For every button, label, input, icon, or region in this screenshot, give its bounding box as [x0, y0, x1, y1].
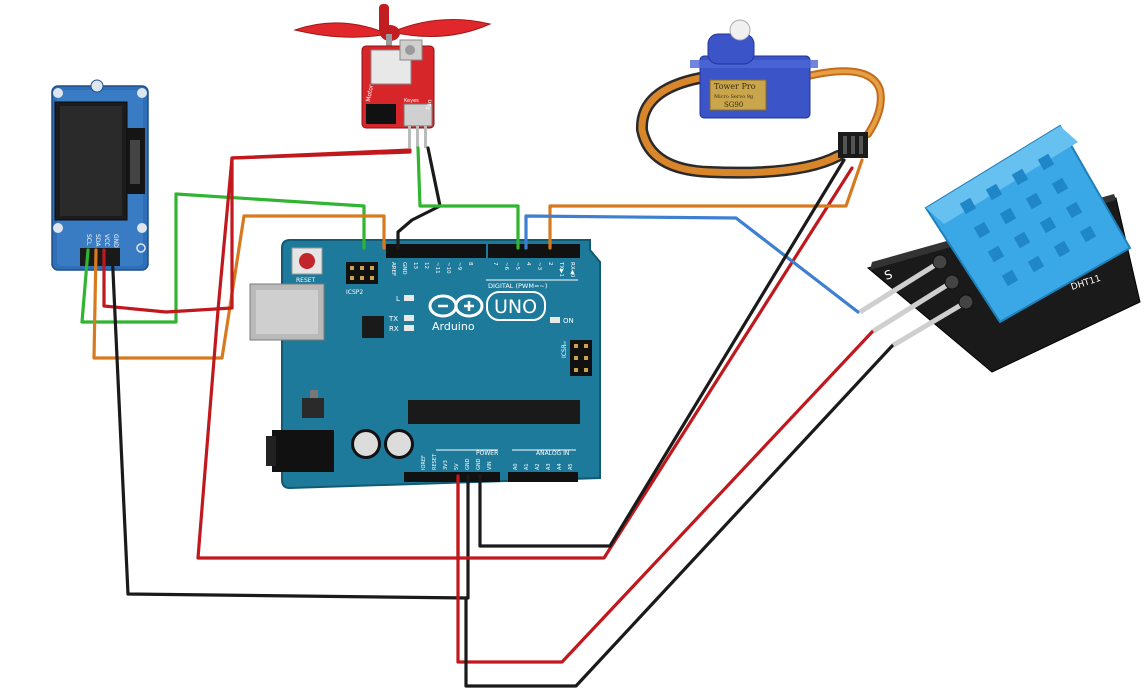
pin-label-4: 4	[525, 262, 531, 266]
wire-dht-vcc-red	[456, 330, 874, 664]
oled-pin-vcc: VCC	[103, 234, 110, 246]
pin-label-8: 8	[467, 262, 473, 266]
power-pin-gnd-2: GND	[476, 458, 482, 470]
pin-label-6: ~6	[503, 262, 509, 271]
oled-pin-sda: SDA	[94, 234, 101, 247]
wires	[80, 146, 894, 688]
analog-pin-labels: A0 A1 A2 A3 A4 A5	[513, 463, 574, 470]
analog-pin-a1: A1	[524, 463, 530, 470]
oled-pin-gnd: GND	[112, 234, 119, 248]
icsp-label: ICSP	[561, 344, 568, 358]
power-pin-3v3: 3V3	[443, 460, 449, 470]
pin-label-1: TX▶1	[558, 261, 564, 277]
power-pin-ioref: IOREF	[421, 455, 427, 470]
pin-label-7: 7	[492, 262, 498, 266]
led-l-label: L	[396, 295, 400, 303]
analog-pin-a2: A2	[535, 463, 541, 470]
analog-pin-a5: A5	[568, 463, 574, 470]
wire-fan-black	[396, 146, 442, 250]
analog-pin-a0: A0	[513, 463, 519, 470]
fan-motor-module: Motor Fan Keyes	[293, 4, 492, 148]
arduino-brand: Arduino	[432, 320, 475, 333]
pin-label-aref: AREF	[390, 262, 396, 276]
digital-pin-labels: AREF GND 13 12 ~11 ~10 ~9 8 7 ~6 ~5 4 ~3…	[390, 261, 575, 278]
wire-oled-gnd-black	[110, 248, 470, 600]
servo-model: SG90	[724, 101, 743, 109]
led-tx-label: TX	[388, 315, 398, 323]
pin-label-3: ~3	[536, 262, 542, 271]
pin-label-gnd: GND	[401, 262, 407, 275]
analog-pin-a4: A4	[557, 463, 563, 470]
fan-label-fan: Fan	[425, 99, 434, 111]
analog-pin-a3: A3	[546, 463, 552, 470]
wire-fan-red	[196, 148, 854, 560]
icsp2-label: ICSP2	[346, 289, 363, 296]
arduino-uno-board: RESET ICSP2 AREF GND 13 12 ~11 ~10 ~9 8 …	[249, 239, 601, 490]
wire-fan-signal-green	[416, 146, 520, 250]
wire-dht-signal-blue	[524, 214, 860, 314]
power-pin-gnd-1: GND	[465, 458, 471, 470]
dht11-pin-s: S	[883, 267, 895, 283]
wire-servo-gnd-black	[478, 158, 846, 548]
power-pin-5v: 5V	[454, 463, 460, 470]
oled-display-module: SCL SDA VCC GND	[51, 79, 149, 271]
power-pin-reset: RESET	[432, 453, 438, 470]
analog-label: ANALOG IN	[536, 450, 569, 457]
reset-label: RESET	[296, 277, 316, 284]
arduino-model: UNO	[494, 296, 537, 318]
pin-label-10: ~10	[445, 262, 451, 274]
led-rx-label: RX	[389, 325, 399, 333]
fan-label-motor: Motor	[365, 84, 375, 103]
arduino-logo	[428, 291, 546, 321]
wire-servo-signal-orange	[548, 158, 864, 250]
fan-label-keyes: Keyes	[404, 98, 419, 104]
icsp-pin1-label: 1	[563, 341, 567, 348]
pin-label-9: ~9	[456, 262, 462, 271]
power-label: POWER	[476, 450, 498, 457]
servo-motor: Tower Pro Micro Servo 9g SG90	[635, 19, 885, 179]
digital-label: DIGITAL (PWM=~)	[488, 282, 547, 290]
dht11-pins	[858, 254, 974, 349]
pin-label-13: 13	[412, 262, 418, 269]
servo-subtitle: Micro Servo 9g	[714, 94, 754, 100]
servo-brand: Tower Pro	[714, 82, 756, 91]
pin-label-0: RX◀0	[569, 262, 575, 278]
wire-oled-scl-green	[80, 192, 366, 324]
pin-label-2: 2	[547, 262, 553, 266]
power-pin-labels: IOREF RESET 3V3 5V GND GND VIN	[421, 453, 493, 470]
pin-label-11: ~11	[434, 262, 440, 274]
led-on-label: ON	[563, 317, 574, 325]
pin-label-5: ~5	[514, 262, 520, 271]
pin-label-12: 12	[423, 262, 429, 269]
wire-dht-gnd-black	[464, 344, 894, 688]
power-pin-vin: VIN	[487, 461, 493, 470]
oled-pin-scl: SCL	[85, 234, 92, 246]
dht11-sensor-module: S DHT11	[858, 124, 1141, 373]
oled-pin-labels: SCL SDA VCC GND	[85, 234, 119, 248]
